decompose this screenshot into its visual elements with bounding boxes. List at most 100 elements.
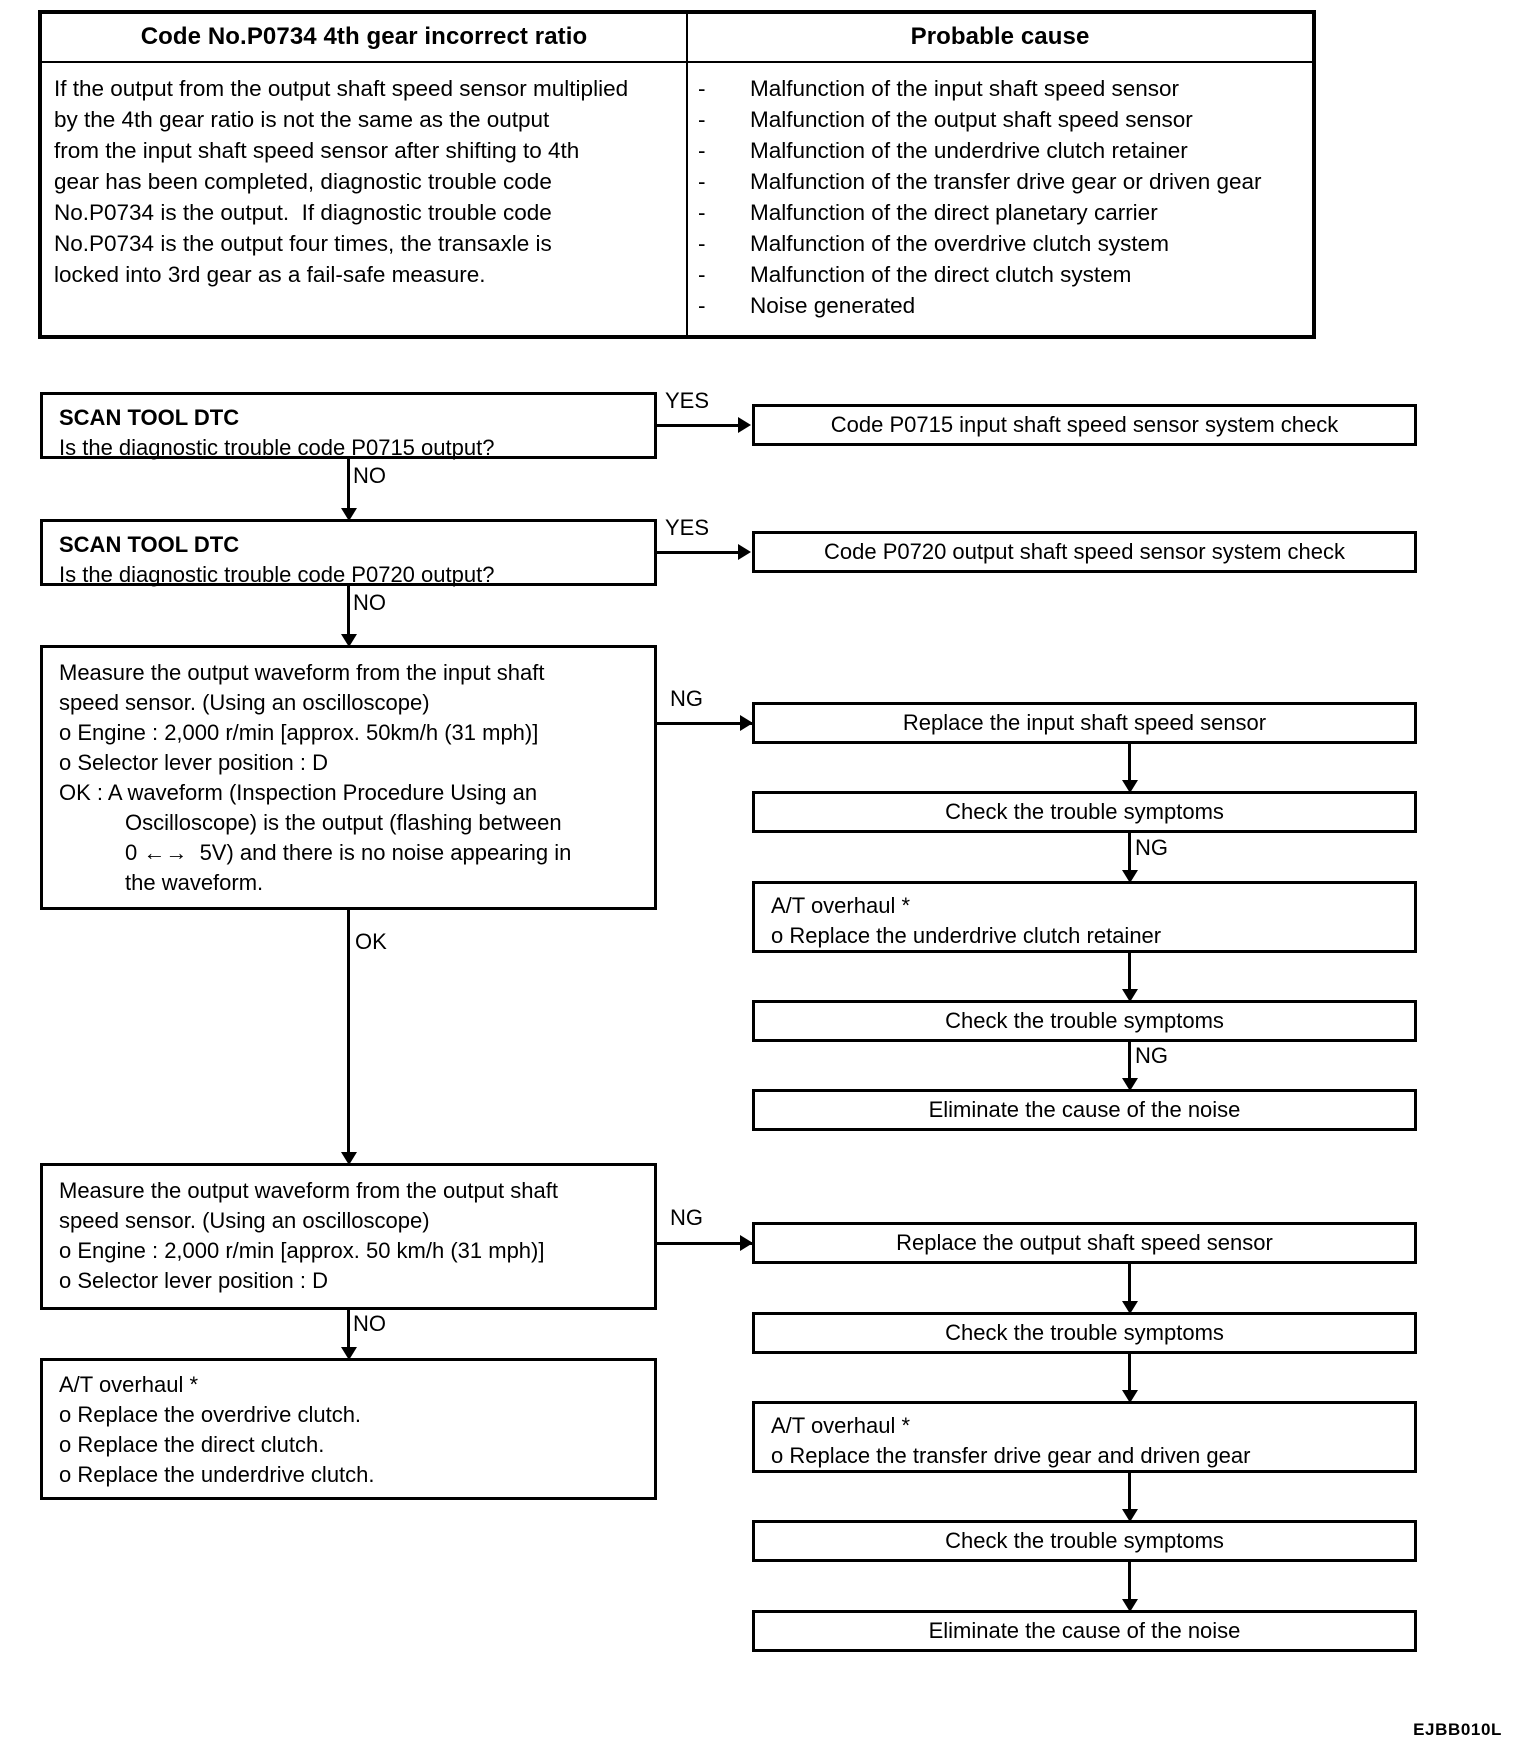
arrowhead-ng3 — [1122, 1078, 1138, 1091]
connector-ng4 — [657, 1242, 753, 1245]
list-item: - Malfunction of the direct clutch system — [698, 259, 1304, 290]
node-at-overhaul-3: A/T overhaul * o Replace the overdrive c… — [40, 1358, 657, 1500]
cause-text: Malfunction of the direct planetary carr… — [750, 200, 1158, 225]
probable-cause-cell: - Malfunction of the input shaft speed se… — [686, 61, 1314, 337]
measure-output-line1: Measure the output waveform from the out… — [59, 1178, 558, 1203]
node-check-symptoms-3: Check the trouble symptoms — [752, 1312, 1417, 1354]
edge-label-no2: NO — [353, 590, 386, 615]
arrowhead-no2 — [341, 634, 357, 647]
arrowhead-ng4 — [740, 1235, 753, 1251]
edge-label-ng1: NG — [670, 686, 703, 711]
node-p0715-target-text: Code P0715 input shaft speed sensor syst… — [830, 412, 1339, 437]
node-p0720-target-text: Code P0720 output shaft speed sensor sys… — [824, 539, 1345, 564]
node-scan1-body: Is the diagnostic trouble code P0715 out… — [59, 435, 495, 460]
bullet-dash: - — [698, 262, 706, 287]
at-overhaul-2-line2: o Replace the transfer drive gear and dr… — [771, 1443, 1251, 1468]
edge-label-ng2: NG — [1135, 835, 1168, 860]
cause-text: Malfunction of the transfer drive gear o… — [750, 169, 1262, 194]
eliminate-noise-1-text: Eliminate the cause of the noise — [928, 1097, 1241, 1122]
bullet-dash: - — [698, 293, 706, 318]
connector-no3 — [347, 1310, 350, 1355]
list-item: -Malfunction of the output shaft speed s… — [698, 104, 1304, 135]
node-check-symptoms-1: Check the trouble symptoms — [752, 791, 1417, 833]
figure-code: EJBB010L — [1413, 1720, 1502, 1739]
cause-text: Malfunction of the underdrive clutch ret… — [750, 138, 1188, 163]
list-item: -Noise generated — [698, 290, 1304, 321]
arrowhead-rs1-cs1 — [1122, 780, 1138, 793]
connector-ov2-cs4 — [1128, 1473, 1131, 1517]
node-code-p0715-check: Code P0715 input shaft speed sensor syst… — [752, 404, 1417, 446]
check-symptoms-4-text: Check the trouble symptoms — [945, 1528, 1224, 1553]
measure-input-line2: speed sensor. (Using an oscilloscope) — [59, 690, 430, 715]
bullet-dash: - — [698, 200, 706, 225]
measure-input-line4: o Selector lever position : D — [59, 750, 329, 775]
connector-no2 — [347, 586, 350, 642]
node-check-symptoms-2: Check the trouble symptoms — [752, 1000, 1417, 1042]
bullet-dash: - — [698, 76, 706, 101]
connector-yes1 — [657, 424, 741, 427]
bullet-dash: - — [698, 169, 706, 194]
node-scan2-body: Is the diagnostic trouble code P0720 out… — [59, 562, 495, 587]
at-overhaul-1-line2: o Replace the underdrive clutch retainer — [771, 923, 1162, 948]
connector-cs3-ov2 — [1128, 1354, 1131, 1398]
arrowhead-ng2 — [1122, 870, 1138, 883]
eliminate-noise-2-text: Eliminate the cause of the noise — [928, 1618, 1241, 1643]
node-scan1-title: SCAN TOOL DTC — [59, 405, 240, 430]
cause-text: Malfunction of the input shaft speed sen… — [750, 76, 1180, 101]
node-measure-input-shaft: Measure the output waveform from the inp… — [40, 645, 657, 910]
connector-ng2 — [1128, 833, 1131, 878]
table-header-row: Code No.P0734 4th gear incorrect ratio P… — [40, 12, 1314, 63]
list-item: - Malfunction of the input shaft speed se… — [698, 73, 1304, 104]
edge-label-ng4: NG — [670, 1205, 703, 1230]
measure-output-line4: o Selector lever position : D — [59, 1268, 329, 1293]
code-description-cell: If the output from the output shaft spee… — [40, 61, 688, 337]
measure-input-line7: 0 ←→ 5V) and there is no noise appearing… — [125, 840, 572, 865]
measure-input-line3: o Engine : 2,000 r/min [approx. 50km/h (… — [59, 720, 539, 745]
measure-input-line6: Oscilloscope) is the output (flashing be… — [125, 810, 562, 835]
edge-label-yes2: YES — [665, 515, 710, 540]
arrowhead-rs2-cs3 — [1122, 1301, 1138, 1314]
table-body-row: If the output from the output shaft spee… — [40, 61, 1314, 337]
node-at-overhaul-2: A/T overhaul * o Replace the transfer dr… — [752, 1401, 1417, 1473]
node-eliminate-noise-1: Eliminate the cause of the noise — [752, 1089, 1417, 1131]
arrowhead-cs3-ov2 — [1122, 1390, 1138, 1403]
arrowhead-no3 — [341, 1347, 357, 1360]
at-overhaul-3-line3: o Replace the direct clutch. — [59, 1432, 325, 1457]
edge-label-no1: NO — [353, 463, 386, 488]
list-item: - Malfunction of the direct planetary car… — [698, 197, 1304, 228]
edge-label-ok1: OK — [355, 929, 387, 954]
arrowhead-yes1 — [738, 417, 751, 433]
cause-text: Malfunction of the direct clutch system — [750, 262, 1132, 287]
check-symptoms-1-text: Check the trouble symptoms — [945, 799, 1224, 824]
node-scan2-title: SCAN TOOL DTC — [59, 532, 240, 557]
node-replace-input-sensor: Replace the input shaft speed sensor — [752, 702, 1417, 744]
at-overhaul-3-line1: A/T overhaul * — [59, 1372, 199, 1397]
probable-cause-list: - Malfunction of the input shaft speed se… — [698, 73, 1304, 321]
edge-label-ng3: NG — [1135, 1043, 1168, 1068]
arrowhead-ov1-cs2 — [1122, 989, 1138, 1002]
connector-cs4-en2 — [1128, 1562, 1131, 1607]
connector-ng1 — [657, 722, 753, 725]
measure-input-line8: the waveform. — [125, 870, 264, 895]
node-replace-output-sensor: Replace the output shaft speed sensor — [752, 1222, 1417, 1264]
node-at-overhaul-1: A/T overhaul * o Replace the underdrive … — [752, 881, 1417, 953]
list-item: - Malfunction of the transfer drive gear … — [698, 166, 1304, 197]
connector-no1 — [347, 459, 350, 516]
arrowhead-yes2 — [738, 544, 751, 560]
edge-label-no3: NO — [353, 1311, 386, 1336]
bullet-dash: - — [698, 138, 706, 163]
arrowhead-cs4-en2 — [1122, 1599, 1138, 1612]
check-symptoms-2-text: Check the trouble symptoms — [945, 1008, 1224, 1033]
arrowhead-no1 — [341, 508, 357, 521]
at-overhaul-1-line1: A/T overhaul * — [771, 893, 911, 918]
list-item: - Malfunction of the underdrive clutch re… — [698, 135, 1304, 166]
arrowhead-ng1 — [740, 715, 753, 731]
measure-output-line2: speed sensor. (Using an oscilloscope) — [59, 1208, 430, 1233]
connector-rs2-cs3 — [1128, 1264, 1131, 1309]
node-measure-output-shaft: Measure the output waveform from the out… — [40, 1163, 657, 1310]
arrowhead-ov2-cs4 — [1122, 1509, 1138, 1522]
code-description-text: If the output from the output shaft spee… — [54, 76, 629, 287]
connector-ov1-cs2 — [1128, 953, 1131, 997]
replace-input-sensor-text: Replace the input shaft speed sensor — [902, 710, 1267, 735]
replace-output-sensor-text: Replace the output shaft speed sensor — [896, 1230, 1273, 1255]
